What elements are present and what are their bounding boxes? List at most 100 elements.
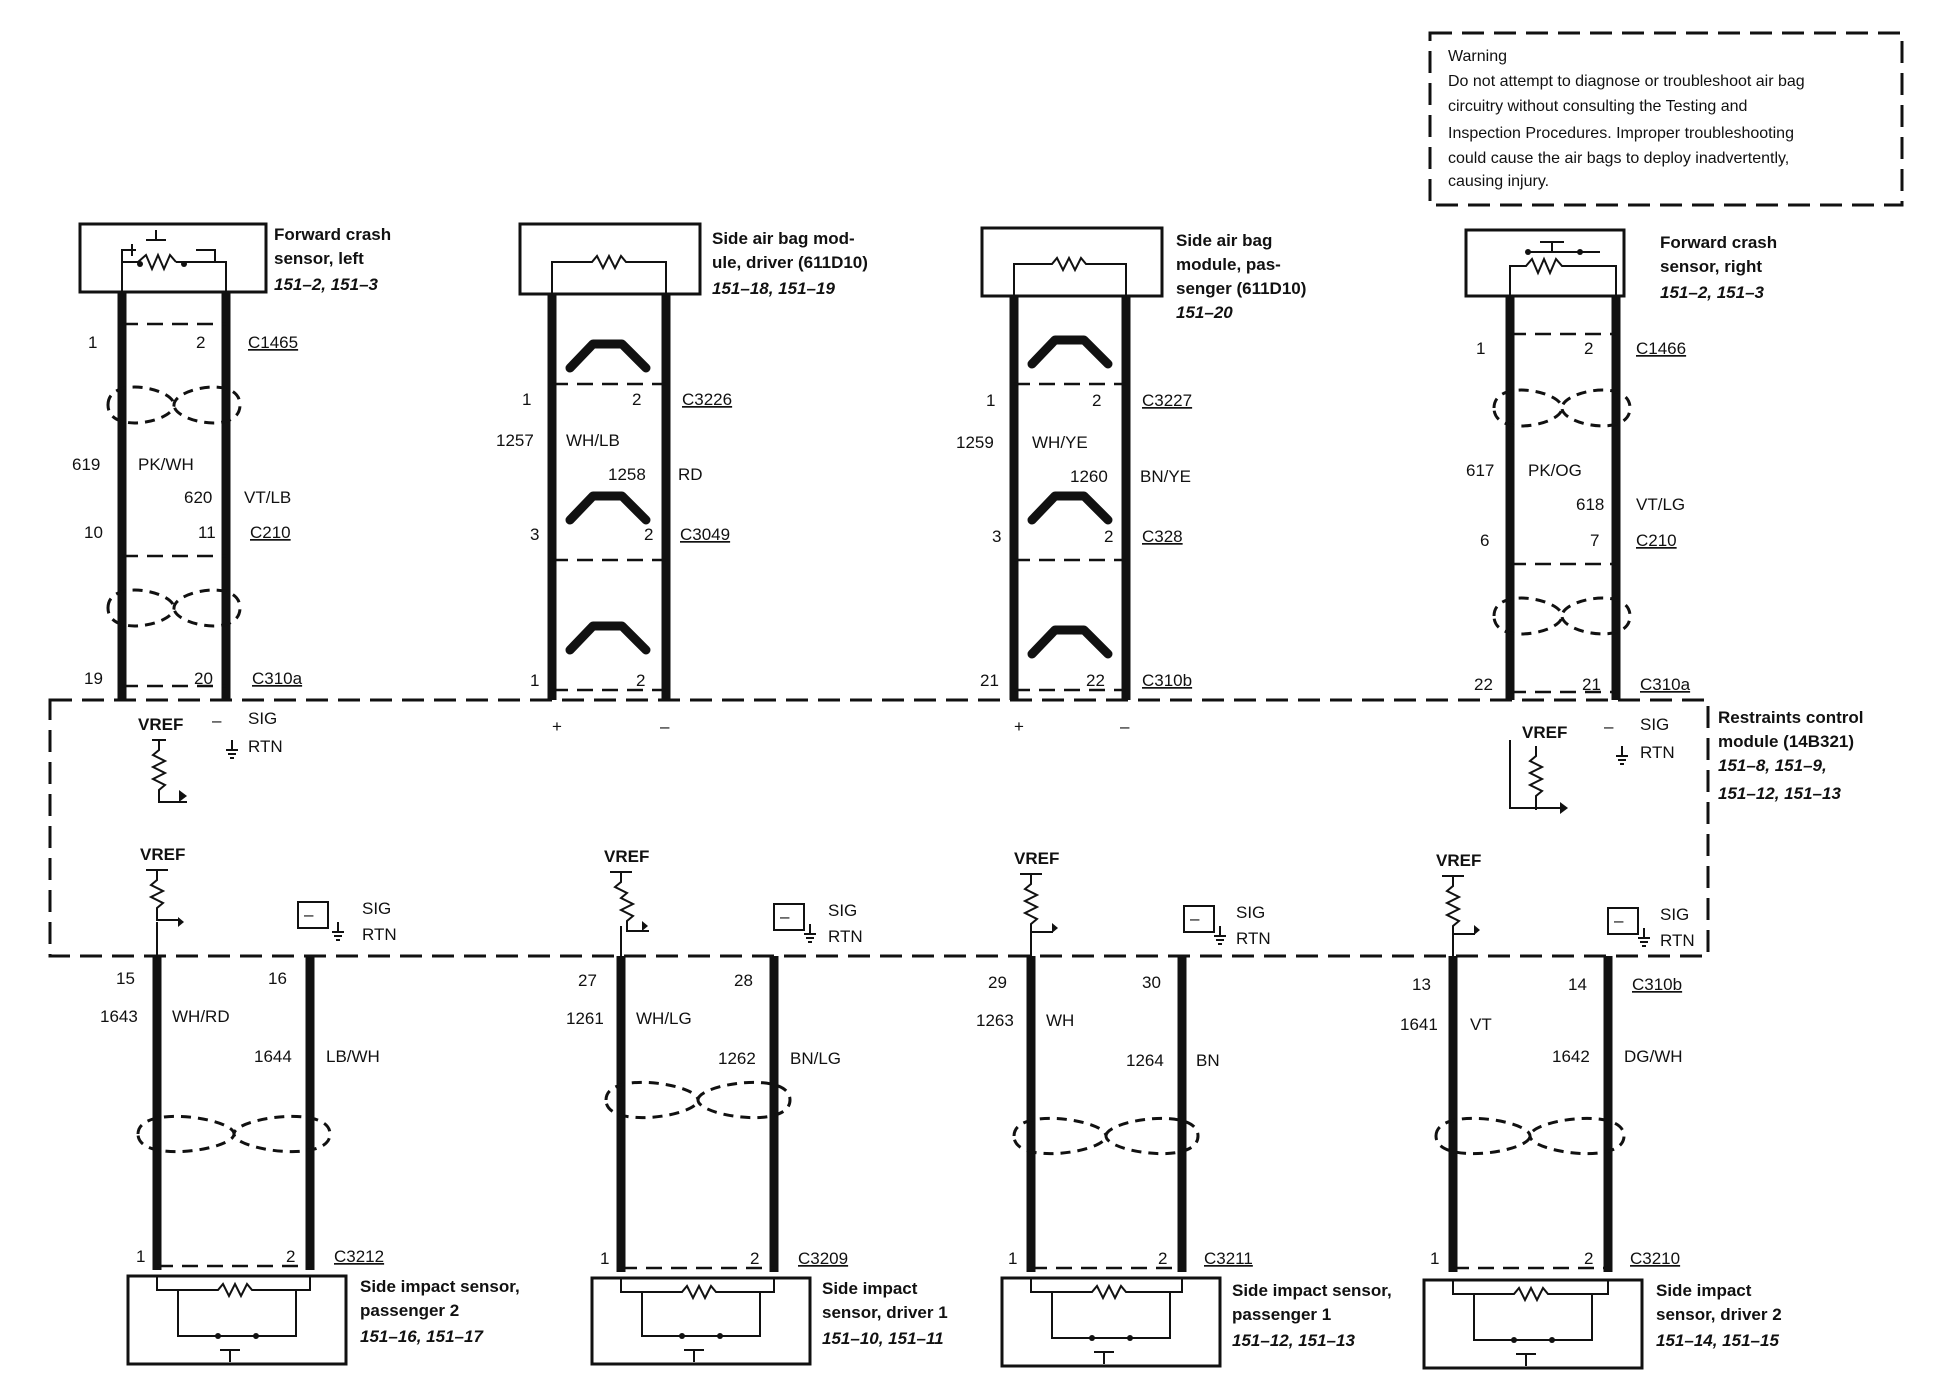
pin-label: 2 xyxy=(1104,527,1113,546)
pin-label: 1 xyxy=(88,333,97,352)
sis-drv2-name-1: Side impact xyxy=(1656,1281,1752,1300)
vref-label: VREF xyxy=(1436,851,1481,870)
circuit-number: 1257 xyxy=(496,431,534,450)
pin-label: 2 xyxy=(1092,391,1101,410)
pin-label: 20 xyxy=(194,669,213,688)
forward-crash-sensor-left: Forward crash sensor, left 151–2, 151–3 xyxy=(78,222,391,294)
pin-label: 21 xyxy=(980,671,999,690)
fcs-left-ref: 151–2, 151–3 xyxy=(274,275,379,294)
pin-label: 28 xyxy=(734,971,753,990)
connector-c3049: C3049 xyxy=(680,525,730,544)
pin-label: 2 xyxy=(1584,339,1593,358)
wiring-column-fcs-right: 1 2 C1466 617 PK/OG 618 VT/LG 6 7 C210 2… xyxy=(1466,296,1691,814)
pin-label: 1 xyxy=(136,1247,145,1266)
circuit-number: 1644 xyxy=(254,1047,292,1066)
circuit-number: 1264 xyxy=(1126,1051,1164,1070)
wire-color: VT xyxy=(1470,1015,1492,1034)
wiring-column-bottom-1: VREF – SIG RTN 15 16 1643 WH/RD 1644 LB/… xyxy=(100,845,397,1270)
warning-line-4: could cause the air bags to deploy inadv… xyxy=(1448,150,1789,167)
circuit-number: 1258 xyxy=(608,465,646,484)
wiring-column-bottom-4: VREF – SIG RTN 13 14 C310b 1641 VT 1642 … xyxy=(1400,851,1695,1272)
circuit-number: 1263 xyxy=(976,1011,1014,1030)
warning-line-2: circuitry without consulting the Testing… xyxy=(1448,98,1747,115)
wiring-column-sab-passenger: 1 2 C3227 1259 WH/YE 1260 BN/YE 3 2 C328… xyxy=(956,296,1192,736)
wire-color: BN/YE xyxy=(1140,467,1191,486)
pin-label: 1 xyxy=(1008,1249,1017,1268)
pin-label: 7 xyxy=(1590,531,1599,550)
wiring-column-bottom-2: VREF – SIG RTN 27 28 1261 WH/LG 1262 BN/… xyxy=(566,847,863,1272)
connector-c3227: C3227 xyxy=(1142,391,1192,410)
wire-color: PK/OG xyxy=(1528,461,1582,480)
pin-label: 14 xyxy=(1568,975,1587,994)
side-impact-sensor-passenger-1: Side impact sensor, passenger 1 151–12, … xyxy=(1000,1276,1392,1368)
circuit-number: 1262 xyxy=(718,1049,756,1068)
connector-c3211: C3211 xyxy=(1204,1249,1253,1268)
connector-c328: C328 xyxy=(1142,527,1183,546)
vref-label: VREF xyxy=(138,715,183,734)
rcm-name-2: module (14B321) xyxy=(1718,732,1854,751)
plus-label: + xyxy=(1014,717,1024,736)
sig-label: SIG xyxy=(828,901,857,920)
connector-c210: C210 xyxy=(1636,531,1677,550)
pin-label: 6 xyxy=(1480,531,1489,550)
wiring-column-bottom-3: VREF – SIG RTN 29 30 1263 WH 1264 BN 1 2… xyxy=(976,849,1271,1272)
pin-label: 21 xyxy=(1582,675,1601,694)
circuit-number: 618 xyxy=(1576,495,1604,514)
warning-box: Warning Do not attempt to diagnose or tr… xyxy=(1428,31,1904,207)
pin-label: 2 xyxy=(636,671,645,690)
wiring-column-fcs-left: 1 2 C1465 619 PK/WH 620 VT/LB 10 11 C210… xyxy=(72,292,303,803)
circuit-number: 619 xyxy=(72,455,100,474)
connector-c310b: C310b xyxy=(1142,671,1192,690)
vref-label: VREF xyxy=(140,845,185,864)
sab-passenger-name-1: Side air bag xyxy=(1176,231,1272,250)
pin-label: 10 xyxy=(84,523,103,542)
warning-title: Warning xyxy=(1448,48,1507,65)
rtn-label: RTN xyxy=(828,927,863,946)
circuit-number: 620 xyxy=(184,488,212,507)
wire-color: LB/WH xyxy=(326,1047,380,1066)
minus-label: – xyxy=(1190,909,1200,928)
pin-label: 16 xyxy=(268,969,287,988)
pin-label: 29 xyxy=(988,973,1007,992)
connector-c1466: C1466 xyxy=(1636,339,1686,358)
pin-label: 3 xyxy=(992,527,1001,546)
connector-c310b: C310b xyxy=(1632,975,1682,994)
rtn-label: RTN xyxy=(1660,931,1695,950)
fcs-right-name-1: Forward crash xyxy=(1660,233,1777,252)
minus-label: – xyxy=(1120,717,1130,736)
sig-label: SIG xyxy=(1660,905,1689,924)
fcs-right-ref: 151–2, 151–3 xyxy=(1660,283,1765,302)
vref-label: VREF xyxy=(604,847,649,866)
pin-label: 30 xyxy=(1142,973,1161,992)
pin-label: 27 xyxy=(578,971,597,990)
wire-color: WH xyxy=(1046,1011,1074,1030)
pin-label: 11 xyxy=(198,523,216,542)
plus-label: + xyxy=(552,717,562,736)
pin-label: 2 xyxy=(1158,1249,1167,1268)
sis-pass2-name-2: passenger 2 xyxy=(360,1301,459,1320)
sab-driver-name-1: Side air bag mod- xyxy=(712,229,855,248)
minus-label: – xyxy=(304,905,314,924)
sab-driver-ref: 151–18, 151–19 xyxy=(712,279,835,298)
pin-label: 1 xyxy=(986,391,995,410)
restraints-control-module: Restraints control module (14B321) 151–8… xyxy=(48,698,1863,958)
circuit-number: 1259 xyxy=(956,433,994,452)
sis-pass1-name-1: Side impact sensor, xyxy=(1232,1281,1392,1300)
forward-crash-sensor-right: Forward crash sensor, right 151–2, 151–3 xyxy=(1464,228,1777,302)
circuit-number: 617 xyxy=(1466,461,1494,480)
pin-label: 13 xyxy=(1412,975,1431,994)
wire-color: RD xyxy=(678,465,703,484)
fcs-left-name-1: Forward crash xyxy=(274,225,391,244)
sis-drv2-ref: 151–14, 151–15 xyxy=(1656,1331,1779,1350)
warning-line-3: Inspection Procedures. Improper troubles… xyxy=(1448,125,1794,142)
minus-label: – xyxy=(780,907,790,926)
vref-label: VREF xyxy=(1522,723,1567,742)
rcm-name-1: Restraints control xyxy=(1718,708,1863,727)
circuit-number: 1260 xyxy=(1070,467,1108,486)
sig-label: SIG xyxy=(362,899,391,918)
sab-passenger-name-3: senger (611D10) xyxy=(1176,279,1306,298)
rtn-label: RTN xyxy=(362,925,397,944)
pin-label: 3 xyxy=(530,525,539,544)
connector-c3210: C3210 xyxy=(1630,1249,1680,1268)
